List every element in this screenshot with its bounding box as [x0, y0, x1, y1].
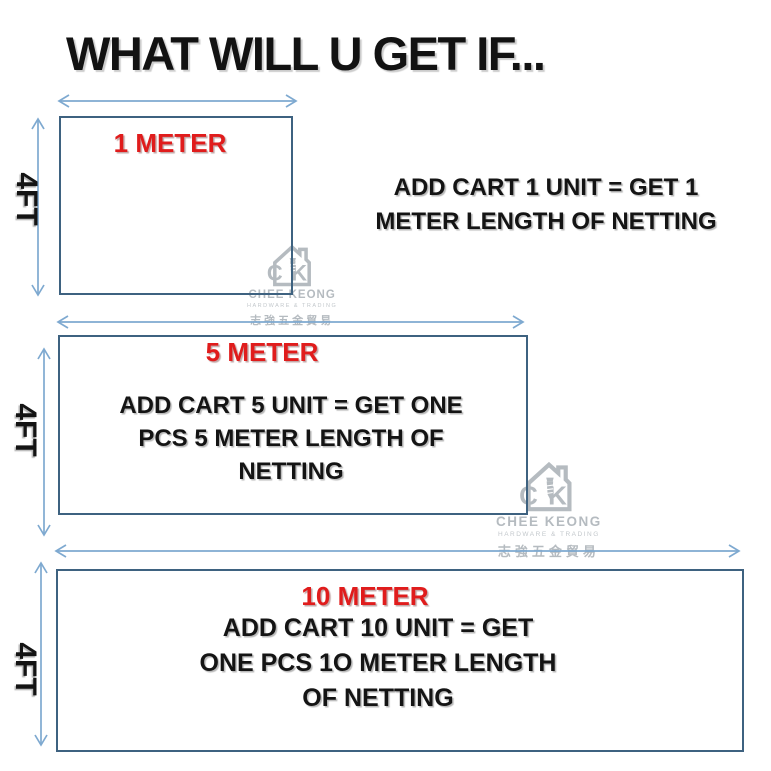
height-arrow-3 [34, 561, 48, 747]
height-label-2: 4FT [9, 403, 42, 457]
height-arrow-2 [37, 347, 51, 537]
watermark-tagline: HARDWARE & TRADING [498, 531, 600, 538]
page-title: WHAT WILL U GET IF... [66, 27, 546, 80]
netting-box-5-meter [58, 335, 528, 515]
description-2-line-1: ADD CART 5 UNIT = GET ONE [119, 392, 463, 419]
description-1-line-2: METER LENGTH OF NETTING [375, 208, 717, 235]
length-label-10-meter: 10 METER [301, 581, 429, 611]
watermark-initials: CK [267, 261, 316, 286]
width-arrow-10-meter [54, 544, 741, 558]
watermark-logo: CK CHEE KEONG HARDWARE & TRADING 志強五金貿易 [496, 460, 602, 560]
width-arrow-1-meter [57, 94, 298, 108]
netting-box-10-meter [56, 569, 744, 752]
description-2: ADD CART 5 UNIT = GET ONE PCS 5 METER LE… [111, 389, 471, 488]
length-label-5-meter: 5 METER [205, 337, 319, 367]
description-3-line-3: OF NETTING [302, 684, 454, 712]
watermark-name: CHEE KEONG [496, 514, 602, 529]
watermark-chinese-name: 志強五金貿易 [250, 315, 335, 327]
watermark-name: CHEE KEONG [248, 289, 336, 301]
width-arrow-5-meter [56, 315, 525, 329]
description-2-line-2: PCS 5 METER LENGTH OF [138, 425, 444, 452]
description-1-line-1: ADD CART 1 UNIT = GET 1 [393, 174, 699, 201]
height-label-1: 4FT [10, 172, 43, 226]
watermark-tagline: HARDWARE & TRADING [247, 303, 338, 309]
description-3-line-1: ADD CART 10 UNIT = GET [222, 614, 534, 642]
house-ck-icon: CK [519, 461, 572, 512]
height-arrow-1 [31, 117, 45, 297]
description-2-line-3: NETTING [238, 458, 344, 485]
description-3: ADD CART 10 UNIT = GET ONE PCS 1O METER … [198, 611, 558, 716]
height-label-3: 4FT [9, 642, 42, 696]
description-3-line-2: ONE PCS 1O METER LENGTH [199, 649, 557, 677]
description-1: ADD CART 1 UNIT = GET 1 METER LENGTH OF … [366, 171, 726, 239]
netting-box-1-meter [59, 116, 293, 295]
length-label-1-meter: 1 METER [113, 128, 227, 158]
